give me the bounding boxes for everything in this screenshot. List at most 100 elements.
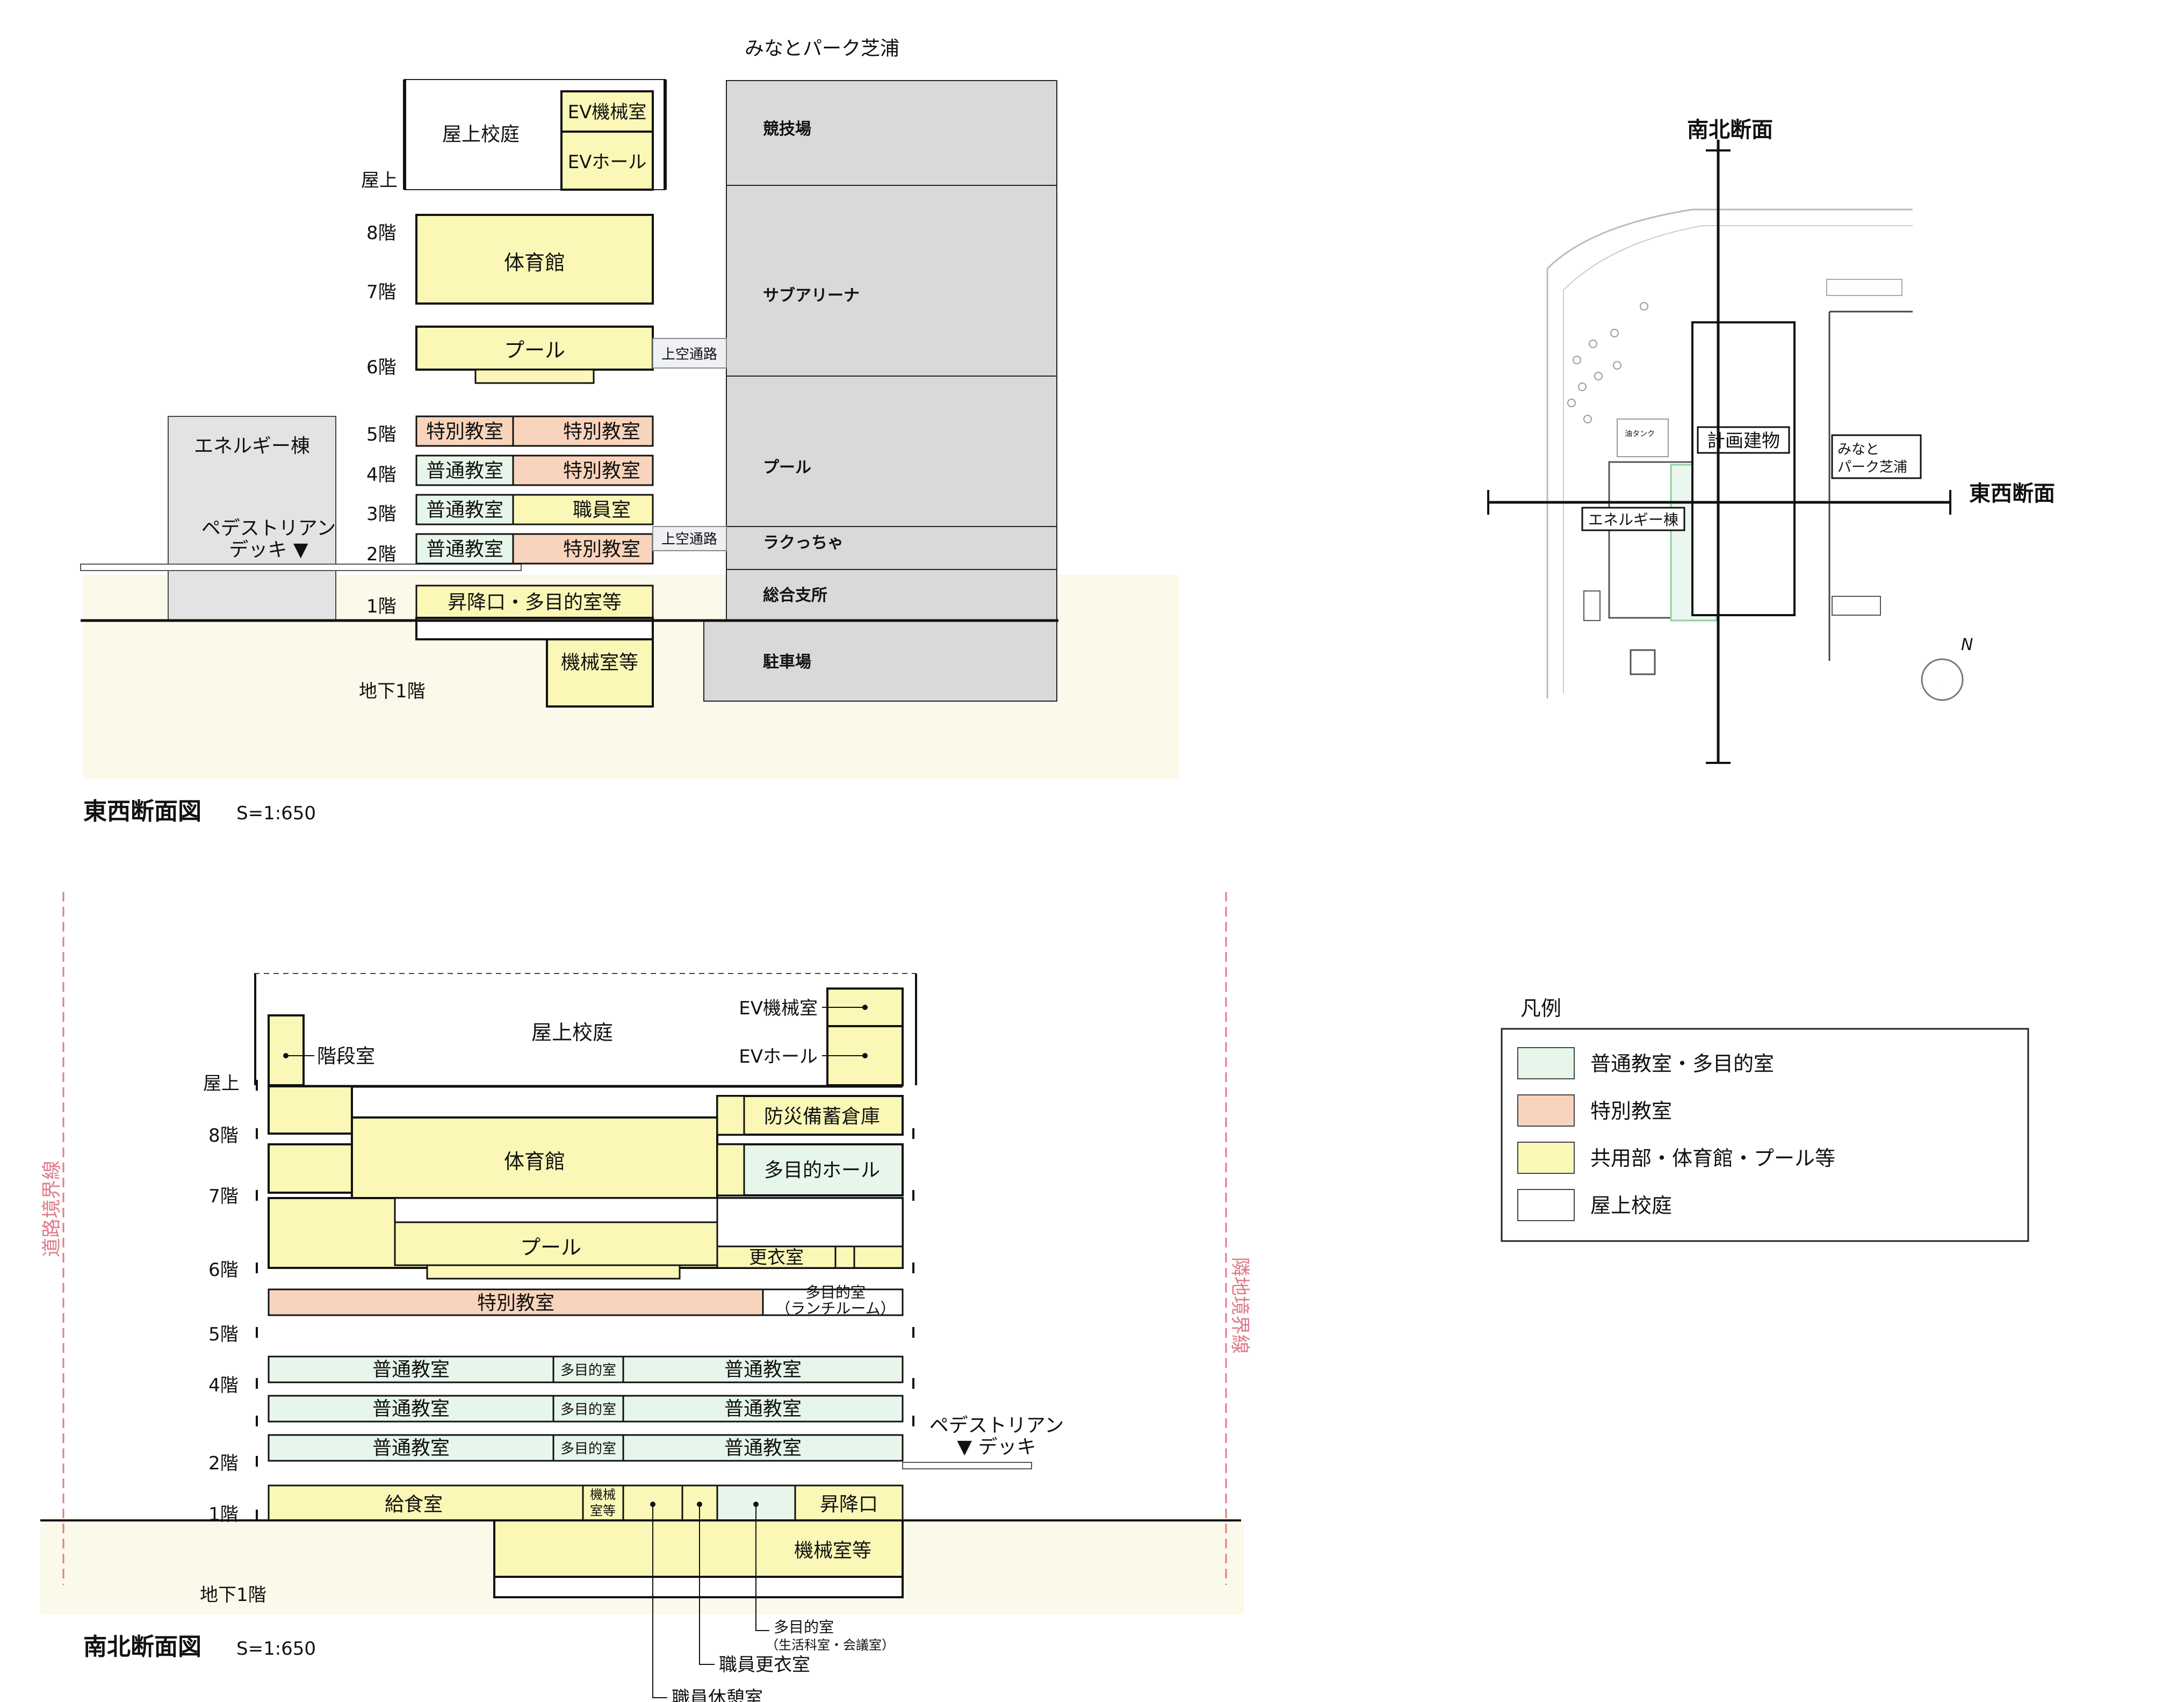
ew-f4-right-room bbox=[512, 455, 654, 486]
legend: 凡例 普通教室・多目的室 特別教室 共用部・体育館・プール等 屋上校庭 bbox=[1501, 997, 2029, 1242]
ns-pool-basin bbox=[426, 1264, 681, 1280]
map-ns-label: 南北断面 bbox=[1687, 118, 1773, 142]
svg-text:普通教室: 普通教室 bbox=[372, 1359, 450, 1381]
park-pool-label: プール bbox=[763, 458, 811, 477]
ew-skyway-lower bbox=[652, 526, 727, 551]
ns-stair-label: 階段室 bbox=[317, 1045, 375, 1068]
ew-f2-right-label: 特別教室 bbox=[563, 538, 640, 560]
park-arena-label: 競技場 bbox=[763, 120, 811, 139]
ew-f4-left-label: 普通教室 bbox=[426, 460, 503, 482]
ew-f2-right-room bbox=[512, 533, 654, 565]
ew-skyway-lower-label: 上空通路 bbox=[661, 531, 717, 547]
park-sub-arena bbox=[726, 185, 1057, 377]
map-tank-label: 油タンク bbox=[1625, 430, 1655, 438]
ew-floor-3: 3階 bbox=[366, 503, 397, 525]
svg-text:普通教室: 普通教室 bbox=[724, 1437, 802, 1459]
legend-swatch-ordinary bbox=[1517, 1047, 1575, 1079]
legend-label-special: 特別教室 bbox=[1590, 1099, 1672, 1123]
ns-floor-6: 6階 bbox=[208, 1259, 239, 1281]
ew-skyway-upper bbox=[652, 338, 727, 369]
legend-box bbox=[1501, 1028, 2029, 1242]
ns-f8-left bbox=[268, 1085, 353, 1135]
legend-swatch-rooftop bbox=[1517, 1189, 1575, 1221]
ns-f2-row: 普通教室 多目的室 普通教室 bbox=[268, 1434, 904, 1462]
ns-kitchen-label: 給食室 bbox=[385, 1494, 443, 1516]
map-energy-label: エネルギー棟 bbox=[1588, 511, 1678, 529]
legend-swatch-common bbox=[1517, 1142, 1575, 1174]
ns-ev-hall-label: EVホール bbox=[739, 1046, 818, 1068]
ns-f3-row: 普通教室 多目的室 普通教室 bbox=[268, 1395, 904, 1423]
ns-storage-label: 防災備蓄倉庫 bbox=[764, 1106, 880, 1128]
neighbor-boundary-label: 隣地境界線 bbox=[1229, 1257, 1251, 1354]
ew-deck-label-2: デッキ ▼ bbox=[229, 539, 308, 561]
ns-f7-left bbox=[268, 1143, 353, 1194]
ns-rooftop-label: 屋上校庭 bbox=[531, 1021, 613, 1044]
ns-pool-label: プール bbox=[520, 1236, 581, 1259]
energy-building bbox=[168, 416, 336, 621]
ns-pedestrian-deck bbox=[902, 1462, 1032, 1469]
legend-swatch-special bbox=[1517, 1094, 1575, 1127]
ew-f3-right-label: 職員室 bbox=[573, 499, 631, 521]
ns-floor-1: 1階 bbox=[208, 1504, 239, 1525]
ns-b1-room bbox=[493, 1519, 904, 1578]
road-boundary-label: 道路境界線 bbox=[41, 1160, 63, 1257]
ns-storage bbox=[716, 1095, 904, 1136]
ew-f5-left-label: 特別教室 bbox=[426, 421, 503, 443]
energy-building-label: エネルギー棟 bbox=[194, 435, 310, 457]
ew-b1-label: 機械室等 bbox=[561, 652, 638, 674]
ns-special-label: 特別教室 bbox=[477, 1292, 554, 1314]
ew-f1-room bbox=[415, 585, 654, 619]
ns-floor-b1: 地下1階 bbox=[200, 1584, 266, 1606]
legend-title: 凡例 bbox=[1520, 997, 1561, 1020]
svg-text:機械: 機械 bbox=[590, 1487, 616, 1502]
ew-f4-right-label: 特別教室 bbox=[563, 460, 640, 482]
ew-f5-right-room bbox=[512, 415, 654, 447]
ew-b1-room bbox=[546, 638, 654, 708]
ns-special-room bbox=[268, 1288, 764, 1316]
ns-entrance-label: 昇降口 bbox=[820, 1494, 878, 1516]
ns-section: 道路境界線 隣地境界線 屋上校庭 階段室 EV機械室 EVホール 体育館 防災備… bbox=[40, 892, 1251, 1702]
park-parking bbox=[703, 620, 1057, 702]
ew-floor-4: 4階 bbox=[366, 464, 397, 486]
ew-pool bbox=[415, 326, 654, 371]
ns-deck-label-2: ▼ デッキ bbox=[957, 1436, 1036, 1458]
ns-f4-row: 普通教室 多目的室 普通教室 bbox=[268, 1355, 904, 1383]
ns-title: 南北断面図 bbox=[83, 1633, 201, 1661]
ns-floor-2: 2階 bbox=[208, 1453, 239, 1474]
ns-hall-label: 多目的ホール bbox=[764, 1159, 880, 1181]
ew-pool-basin bbox=[474, 369, 595, 384]
ns-entrance bbox=[794, 1484, 904, 1521]
ns-gym-label: 体育館 bbox=[504, 1150, 565, 1173]
ew-floor-6: 6階 bbox=[366, 357, 397, 378]
legend-label-rooftop: 屋上校庭 bbox=[1590, 1194, 1672, 1217]
ew-title: 東西断面図 bbox=[83, 798, 201, 825]
ns-scale: S=1:650 bbox=[236, 1638, 316, 1660]
ew-f3-left-room bbox=[415, 494, 514, 525]
ns-kitchen bbox=[268, 1484, 584, 1521]
ew-f5-left-room bbox=[415, 415, 514, 447]
ns-locker-label: 更衣室 bbox=[749, 1247, 804, 1268]
ns-b1-label: 機械室等 bbox=[794, 1540, 871, 1562]
ns-stair-room bbox=[268, 1014, 305, 1086]
ns-deck-label-1: ペデストリアン bbox=[929, 1415, 1064, 1437]
ns-callout-multi-1: 多目的室 bbox=[774, 1618, 834, 1636]
ns-floor-5: 5階 bbox=[208, 1324, 239, 1345]
ew-floor-8: 8階 bbox=[366, 222, 397, 244]
svg-text:普通教室: 普通教室 bbox=[724, 1398, 802, 1420]
park-rakuccha bbox=[726, 526, 1057, 570]
ew-gym-label: 体育館 bbox=[504, 251, 565, 275]
park-branch-office bbox=[726, 569, 1057, 621]
park-pool bbox=[726, 376, 1057, 527]
legend-label-ordinary: 普通教室・多目的室 bbox=[1590, 1052, 1774, 1076]
ns-gym bbox=[351, 1116, 718, 1205]
ew-rooftop-label: 屋上校庭 bbox=[442, 124, 520, 146]
ew-ev-hall bbox=[560, 131, 654, 191]
ew-floor-5: 5階 bbox=[366, 424, 397, 445]
svg-text:N: N bbox=[1961, 636, 1973, 654]
ns-callout-rest: 職員休憩室 bbox=[672, 1687, 763, 1702]
svg-text:室等: 室等 bbox=[590, 1503, 616, 1518]
park-parking-label: 駐車場 bbox=[763, 653, 811, 672]
park-rakuccha-label: ラクっちゃ bbox=[763, 533, 844, 552]
ew-ev-hall-label: EVホール bbox=[568, 152, 647, 173]
ew-park-name: みなとパーク芝浦 bbox=[745, 38, 899, 60]
